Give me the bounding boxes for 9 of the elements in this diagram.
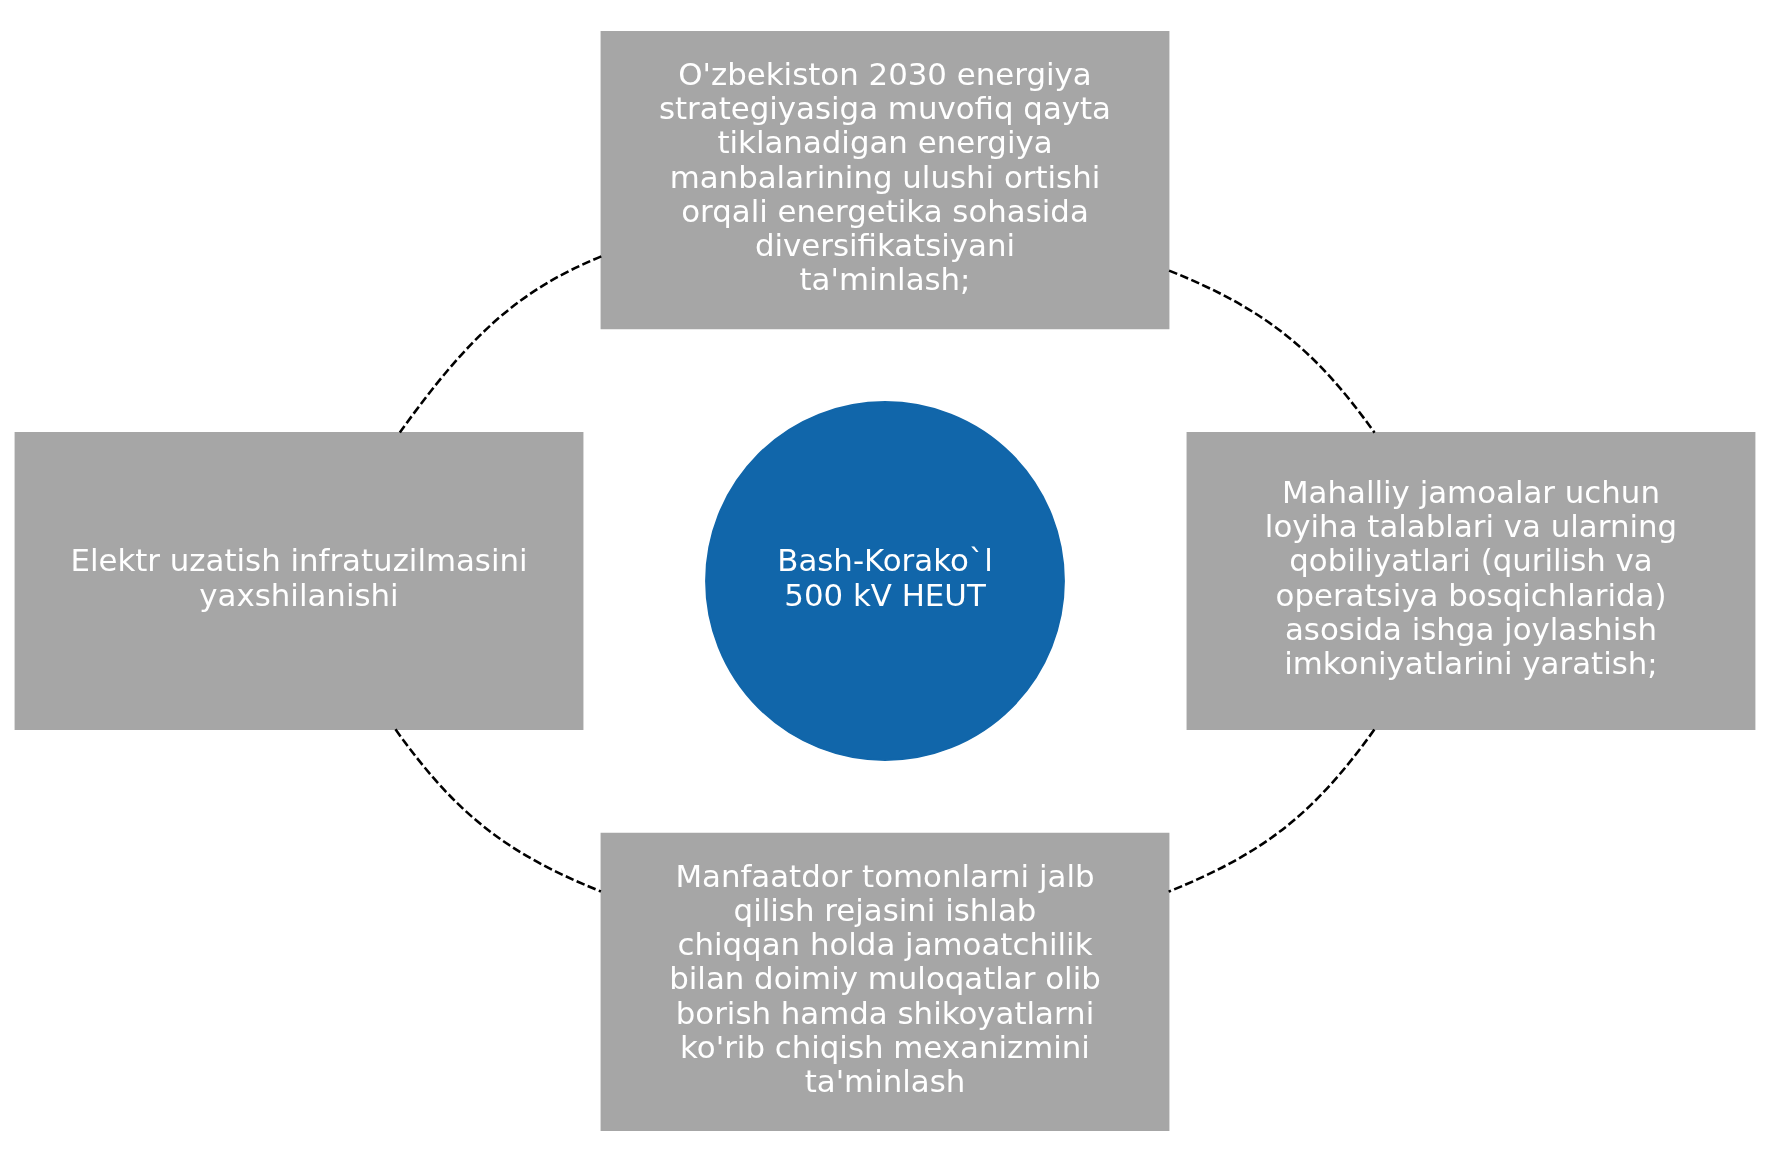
connector xyxy=(398,255,602,434)
node-box: O'zbekiston 2030 energiya strategiyasiga muvofiq qayta tiklanadigan energiya manbalarining ulushi ortishi orqali energetika sohasida diversifikatsiyani ta'minlash; xyxy=(600,31,1170,330)
connector xyxy=(394,728,602,893)
connector xyxy=(1168,728,1376,893)
node-circle: Bash-Korako`l 500 kV HEUT xyxy=(705,401,1065,761)
connector xyxy=(1168,269,1376,434)
node-box: Elektr uzatish infratuzilmasini yaxshilanishi xyxy=(14,431,584,731)
node-box: Mahalliy jamoalar uchun loyiha talablari va ularning qobiliyatlari (qurilish va operatsiya bosqichlarida) asosida ishga joylashish imkoniyatlarini yaratish; xyxy=(1186,431,1756,731)
node-box: Manfaatdor tomonlarni jalb qilish rejasini ishlab chiqqan holda jamoatchilik bilan doimiy muloqatlar olib borish hamda shikoyatlarni ko'rib chiqish mexanizmini ta'minlash xyxy=(600,832,1170,1131)
